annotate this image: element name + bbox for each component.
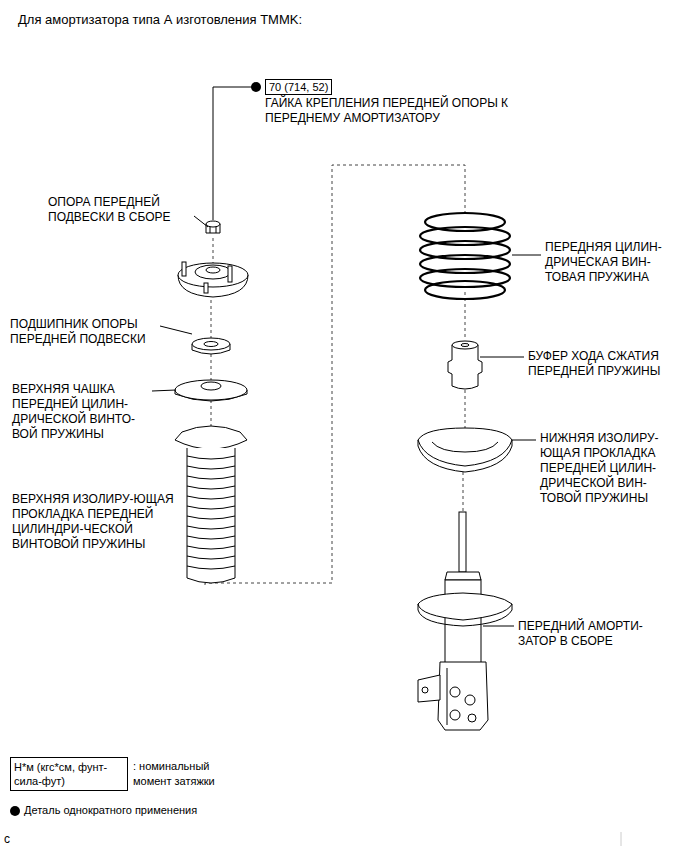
part-name: ПЕРЕДНЯЯ ЦИЛИН-ДРИЧЕСКАЯ ВИН-ТОВАЯ ПРУЖИ… xyxy=(545,240,683,285)
bump-stopper xyxy=(448,341,482,389)
torque-legend-box: Н*м (кгс*см, фунт-сила-фут) xyxy=(10,757,128,791)
leader-line xyxy=(152,87,541,626)
edge-mark xyxy=(621,832,622,846)
legend-text: Деталь однократного применения xyxy=(24,803,197,818)
lower-insulator xyxy=(418,428,512,472)
part-name: ПЕРЕДНИЙ АМОРТИ-ЗАТОР В СБОРЕ xyxy=(518,619,668,649)
part-name: БУФЕР ХОДА СЖАТИЯ ПЕРЕДНЕЙ ПРУЖИНЫ xyxy=(528,349,678,379)
upper-insulator xyxy=(175,426,247,583)
shock-absorber xyxy=(418,512,512,730)
legend-dot xyxy=(9,804,23,818)
part-name: ГАЙКА КРЕПЛЕНИЯ ПЕРЕДНЕЙ ОПОРЫ К ПЕРЕДНЕ… xyxy=(265,96,545,126)
part-name: ВЕРХНЯЯ ЧАШКА ПЕРЕДНЕЙ ЦИЛИН-ДРИЧЕСКОЙ В… xyxy=(12,382,152,442)
node-text: 70 (714, 52) xyxy=(269,80,328,94)
bearing xyxy=(192,338,230,354)
coil-spring xyxy=(420,213,510,299)
part-name: ВЕРХНЯЯ ИЗОЛИРУ-ЮЩАЯ ПРОКЛАДКА ПЕРЕДНЕЙ … xyxy=(12,492,177,552)
support-mount xyxy=(178,262,248,297)
node-text: Н*м (кгс*см, фунт-сила-фут) xyxy=(14,760,124,788)
torque-box: 70 (714, 52) xyxy=(265,79,332,95)
part-name: НИЖНЯЯ ИЗОЛИРУ-ЮЩАЯ ПРОКЛАДКА ПЕРЕДНЕЙ Ц… xyxy=(540,431,680,506)
part-name: ПОДШИПНИК ОПОРЫ ПЕРЕДНЕЙ ПОДВЕСКИ xyxy=(10,317,160,347)
one-time-part-dot xyxy=(251,82,261,92)
title: Для амортизатора типа А изготовления TMM… xyxy=(18,12,302,28)
legend-note: : номинальный момент затяжки xyxy=(133,759,243,789)
nut xyxy=(206,221,220,233)
figure-code: c xyxy=(4,832,24,847)
part-name: ОПОРА ПЕРЕДНЕЙ ПОДВЕСКИ В СБОРЕ xyxy=(48,195,193,225)
upper-spring-seat xyxy=(175,380,247,401)
assembly-axis xyxy=(205,165,465,585)
